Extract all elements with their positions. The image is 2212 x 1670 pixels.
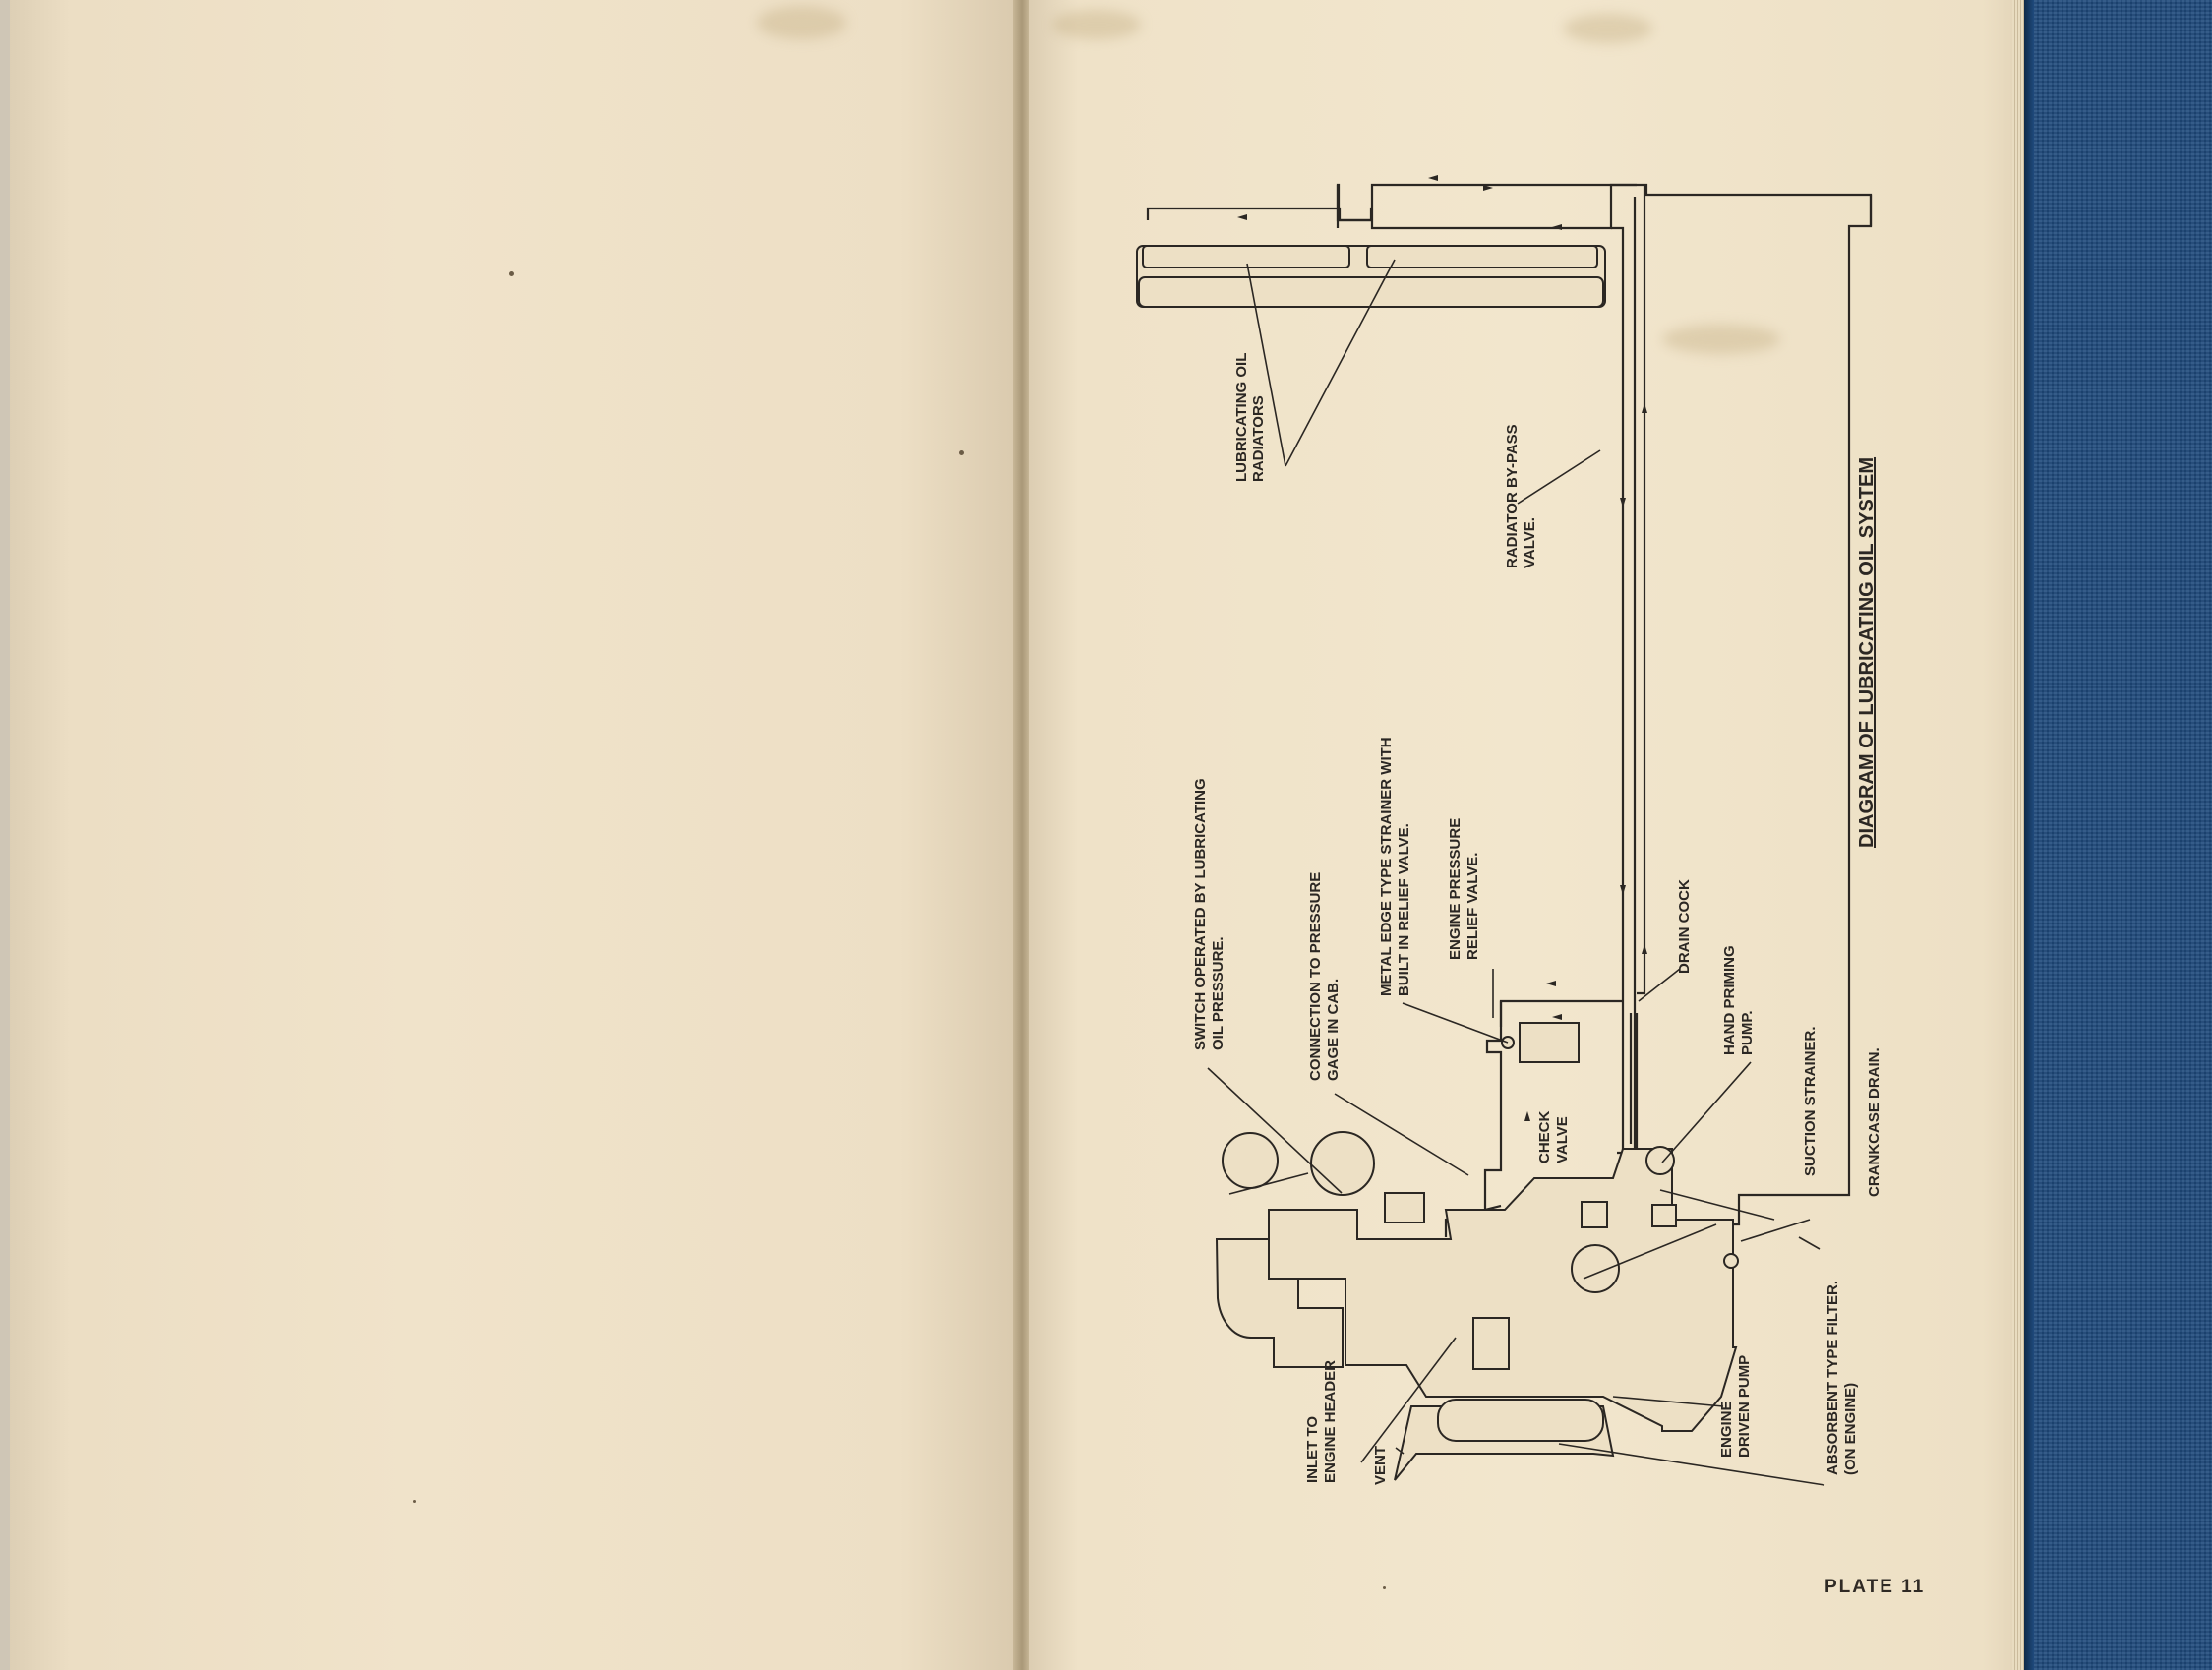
switch-label-line-1: SWITCH OPERATED BY LUBRICATING	[1192, 778, 1209, 1050]
paper-stain	[1662, 325, 1780, 354]
book-cover	[2024, 0, 2212, 1670]
crankshaft-circle	[1571, 1244, 1620, 1293]
hand-pump-circle	[1645, 1146, 1675, 1175]
radiators-label-line-1: LUBRICATING OIL	[1233, 353, 1250, 482]
check-valve-label-line-1: CHECK	[1536, 1110, 1553, 1163]
metal-edge-strainer	[1519, 1022, 1580, 1063]
radiator-base	[1138, 276, 1604, 308]
filter-label-line-2: (ON ENGINE)	[1842, 1383, 1859, 1475]
vent-label: VENT	[1372, 1446, 1389, 1485]
leader-lines	[1207, 259, 1825, 1486]
bypass-valve-label-line-1: RADIATOR BY-PASS	[1504, 424, 1521, 568]
bypass-valve-label-line-2: VALVE.	[1522, 517, 1538, 568]
gauge-right	[1310, 1131, 1375, 1196]
left-page	[10, 0, 1021, 1670]
engine-end-casting	[1215, 1238, 1344, 1368]
gauge-left	[1222, 1132, 1279, 1189]
suction-strainer-ring	[1723, 1253, 1739, 1269]
absorbent-filter	[1437, 1399, 1604, 1442]
paper-speck	[509, 271, 514, 276]
radiators	[1136, 245, 1606, 308]
hand-pump-label-line-2: PUMP.	[1739, 1010, 1756, 1055]
piping	[1146, 183, 1873, 1241]
relief-valve-label-line-1: ENGINE PRESSURE	[1447, 818, 1464, 960]
driven-pump-label-line-1: ENGINE	[1718, 1401, 1735, 1458]
check-valve-label-line-2: VALVE	[1554, 1116, 1571, 1163]
inlet-label-line-1: INLET TO	[1304, 1416, 1321, 1483]
plate-number: PLATE 11	[1824, 1577, 1926, 1597]
crankcase-drain-label: CRANKCASE DRAIN.	[1866, 1047, 1883, 1197]
strainer-body	[1581, 1201, 1608, 1228]
drain-cock-label: DRAIN COCK	[1676, 879, 1693, 974]
vent-fitting	[1472, 1317, 1510, 1370]
page-edges	[2012, 0, 2026, 1670]
paper-speck	[959, 450, 964, 455]
filter-label-line-1: ABSORBENT TYPE FILTER.	[1824, 1281, 1841, 1475]
inlet-label-line-2: ENGINE HEADER	[1322, 1360, 1339, 1483]
paper-speck	[1383, 1586, 1386, 1589]
hand-pump-label-line-1: HAND PRIMING	[1721, 945, 1738, 1055]
paper-speck	[413, 1500, 416, 1503]
strainer-label-line-1: METAL EDGE TYPE STRAINER WITH	[1378, 737, 1395, 996]
driven-pump-label-line-2: DRIVEN PUMP	[1736, 1355, 1753, 1458]
radiator-header-left	[1142, 245, 1350, 268]
engine-block	[1268, 1148, 1738, 1432]
radiators-label-line-2: RADIATORS	[1250, 395, 1267, 482]
book-gutter	[1013, 0, 1031, 1670]
suction-strainer-label: SUCTION STRAINER.	[1802, 1026, 1819, 1176]
radiator-header-right	[1366, 245, 1598, 268]
label-group: LUBRICATING OIL RADIATORS RADIATOR BY-PA…	[1192, 353, 1883, 1485]
relief-valve-label-line-2: RELIEF VALVE.	[1465, 853, 1481, 960]
driven-pump	[1651, 1204, 1677, 1227]
gage-connection-label-line-2: GAGE IN CAB.	[1325, 979, 1342, 1081]
cover-edge	[2024, 0, 2034, 1670]
paper-stain	[1564, 14, 1652, 43]
paper-stain	[1052, 10, 1141, 39]
diagram-title: DIAGRAM OF LUBRICATING OIL SYSTEM	[1856, 457, 1878, 848]
pressure-switch	[1384, 1192, 1425, 1223]
strainer-label-line-2: BUILT IN RELIEF VALVE.	[1396, 823, 1412, 996]
switch-label-line-2: OIL PRESSURE.	[1210, 936, 1226, 1050]
engine	[1215, 1022, 1739, 1481]
paper-stain	[757, 6, 846, 39]
gage-connection-label-line-1: CONNECTION TO PRESSURE	[1307, 872, 1324, 1081]
flow-arrows	[1237, 175, 1647, 1121]
